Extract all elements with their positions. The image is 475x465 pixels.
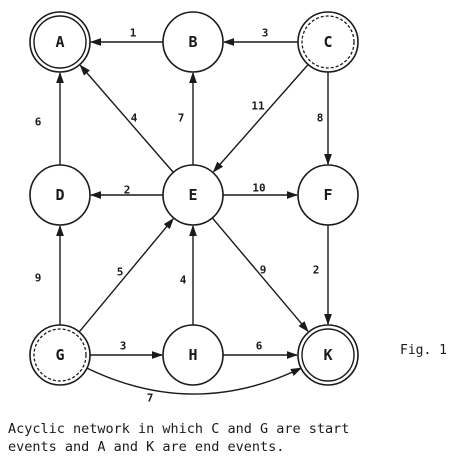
edge-e-a (79, 64, 174, 173)
node-circle (162, 164, 224, 226)
edge-e-k (211, 217, 309, 333)
node-label: A (55, 33, 64, 51)
edge-weight-h-k: 6 (256, 340, 263, 353)
node-label: F (323, 186, 332, 204)
node-circle (29, 11, 91, 73)
node-d: D (29, 164, 91, 226)
end-event-ring (33, 15, 87, 69)
edge-weight-c-b: 3 (262, 27, 269, 40)
edge-weight-c-e: 11 (251, 100, 265, 113)
edge-weight-d-a: 6 (35, 116, 42, 129)
edge-weight-e-d: 2 (124, 184, 131, 197)
node-a: A (29, 11, 91, 73)
figure-label: Fig. 1 (400, 343, 447, 358)
node-g: G (29, 324, 91, 386)
edge-weight-b-a: 1 (130, 27, 137, 40)
node-label: D (55, 186, 64, 204)
node-circle (297, 11, 359, 73)
node-label: K (323, 346, 332, 364)
end-event-ring (301, 328, 355, 382)
edge-weight-e-b: 7 (178, 112, 185, 125)
node-label: B (188, 33, 197, 51)
node-circle (29, 324, 91, 386)
node-label: E (188, 186, 197, 204)
edge-weight-g-d: 9 (35, 272, 42, 285)
node-circle (29, 164, 91, 226)
edge-weight-e-k: 9 (260, 264, 267, 277)
figure-caption: Acyclic network in which C and G are sta… (8, 421, 350, 455)
node-label: H (188, 346, 197, 364)
edge-weight-e-a: 4 (131, 112, 138, 125)
network-diagram: 1 3 11 8 6 4 7 2 10 9 2 9 5 3 7 4 6 A B C D E F G H K (29, 11, 359, 405)
edge-g-k (86, 367, 303, 395)
edge-weight-g-k: 7 (147, 392, 154, 405)
node-circle (297, 324, 359, 386)
edges-layer: 1 3 11 8 6 4 7 2 10 9 2 9 5 3 7 4 6 (35, 27, 332, 405)
edge-weight-c-f: 8 (317, 112, 324, 125)
node-circle (162, 11, 224, 73)
node-circle (162, 324, 224, 386)
node-circle (297, 164, 359, 226)
node-k: K (297, 324, 359, 386)
edge-weight-g-h: 3 (120, 340, 127, 353)
edge-weight-h-e: 4 (180, 274, 187, 287)
node-c: C (297, 11, 359, 73)
edge-weight-g-e: 5 (117, 266, 124, 279)
edge-c-e (212, 64, 309, 173)
node-label: C (323, 33, 332, 51)
node-b: B (162, 11, 224, 73)
edge-g-e (78, 217, 174, 333)
start-event-dashed-ring (301, 15, 355, 69)
node-h: H (162, 324, 224, 386)
edge-weight-e-f: 10 (252, 182, 265, 195)
nodes-layer: A B C D E F G H K (29, 11, 359, 386)
edge-weight-f-k: 2 (313, 264, 320, 277)
start-event-dashed-ring (33, 328, 87, 382)
node-label: G (55, 346, 64, 364)
node-e: E (162, 164, 224, 226)
node-f: F (297, 164, 359, 226)
